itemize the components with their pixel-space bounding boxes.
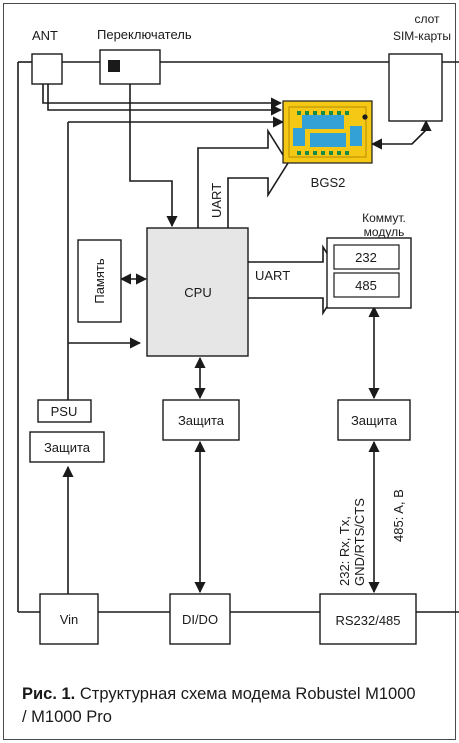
memory-label: Память xyxy=(92,258,107,304)
uart-vertical-label: UART xyxy=(209,183,224,218)
uart-bus-arrows xyxy=(197,128,345,316)
port-485-box xyxy=(333,272,400,298)
switch-knob-icon xyxy=(108,60,120,72)
signals-232-line1: 232: Rx, Tx, xyxy=(337,516,352,586)
port-232-box xyxy=(333,244,400,270)
protect-cpu-label: Защита xyxy=(178,413,225,428)
ant-label: ANT xyxy=(32,28,58,43)
switch-module-label-line2: модуль xyxy=(364,225,405,239)
protect-psu-box xyxy=(29,431,105,463)
uart-horizontal-label: UART xyxy=(255,268,290,283)
rs232-485-label: RS232/485 xyxy=(335,613,400,628)
ant-box xyxy=(31,53,63,85)
protect-comm-label: Защита xyxy=(351,413,398,428)
signals-232-line2: GND/RTS/CTS xyxy=(352,498,367,586)
caption-prefix: Рис. 1. xyxy=(22,685,76,703)
bus-frame xyxy=(17,61,459,613)
dido-label: DI/DO xyxy=(182,612,218,627)
cpu-box xyxy=(146,227,249,357)
switch-module-label-line1: Коммут. xyxy=(362,211,406,225)
caption-text: Структурная схема модема Robustel M1000 … xyxy=(22,685,416,726)
figure-caption: Рис. 1. Структурная схема модема Robuste… xyxy=(22,683,422,729)
protect-psu-label: Защита xyxy=(44,440,91,455)
figure-border xyxy=(3,3,456,740)
dido-box xyxy=(169,593,231,645)
port-232-label: 232 xyxy=(355,250,377,265)
cpu-label: CPU xyxy=(184,285,211,300)
signals-485: 485: A, B xyxy=(391,489,406,542)
bgs2-module-icon xyxy=(282,100,373,164)
vin-box xyxy=(39,593,99,645)
sim-slot-box xyxy=(388,53,443,122)
sim-label-line1: слот xyxy=(414,12,440,26)
connections xyxy=(42,84,432,594)
psu-label: PSU xyxy=(51,404,78,419)
protect-cpu-box xyxy=(162,399,240,441)
switch-label: Переключатель xyxy=(97,27,192,42)
psu-box xyxy=(37,399,92,423)
protect-comm-box xyxy=(337,399,411,441)
bgs2-label: BGS2 xyxy=(311,175,346,190)
vin-label: Vin xyxy=(60,612,79,627)
port-485-label: 485 xyxy=(355,278,377,293)
rs232-485-box xyxy=(319,593,417,645)
sim-label-line2: SIM-карты xyxy=(393,29,451,43)
memory-box xyxy=(77,239,122,323)
